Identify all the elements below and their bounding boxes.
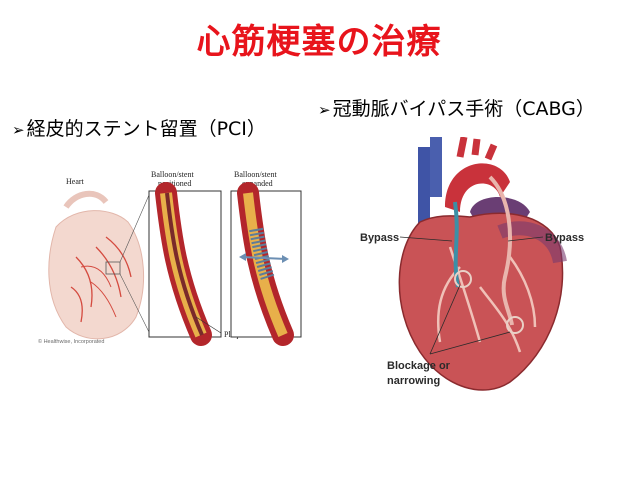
positioned-label-line2: positioned — [158, 179, 191, 188]
pci-heart-drawing — [48, 190, 150, 340]
cabg-bullet: ➢冠動脈バイパス手術（CABG） — [318, 94, 595, 121]
cabg-heart-drawing — [398, 137, 567, 391]
arrow-bullet-icon: ➢ — [12, 121, 25, 139]
pci-bullet: ➢経皮的ステント留置（PCI） — [12, 114, 266, 141]
blockage-label-line1: Blockage or — [387, 360, 451, 372]
cabg-text: 冠動脈バイパス手術（CABG） — [332, 98, 595, 120]
positioned-label-line1: Balloon/stent — [151, 170, 194, 179]
slide-title: 心筋梗塞の治療 — [196, 22, 442, 62]
expanded-label-line1: Balloon/stent — [234, 170, 277, 179]
bypass-left-label: Bypass — [360, 232, 399, 244]
blockage-label-line2: narrowing — [387, 375, 440, 387]
credit-text: © Healthwise, Incorporated — [38, 338, 104, 345]
heart-label: Heart — [66, 177, 85, 186]
pci-illustration: Heart © Healthwise, Incorporated Balloon… — [38, 170, 302, 346]
expanded-label-line2: expanded — [242, 179, 273, 188]
pci-text: 経皮的ステント留置（PCI） — [26, 118, 266, 140]
arrow-bullet-icon: ➢ — [318, 101, 331, 119]
cabg-illustration: Bypass Bypass Blockage or narrowing — [360, 137, 584, 391]
bypass-right-label: Bypass — [545, 232, 584, 244]
